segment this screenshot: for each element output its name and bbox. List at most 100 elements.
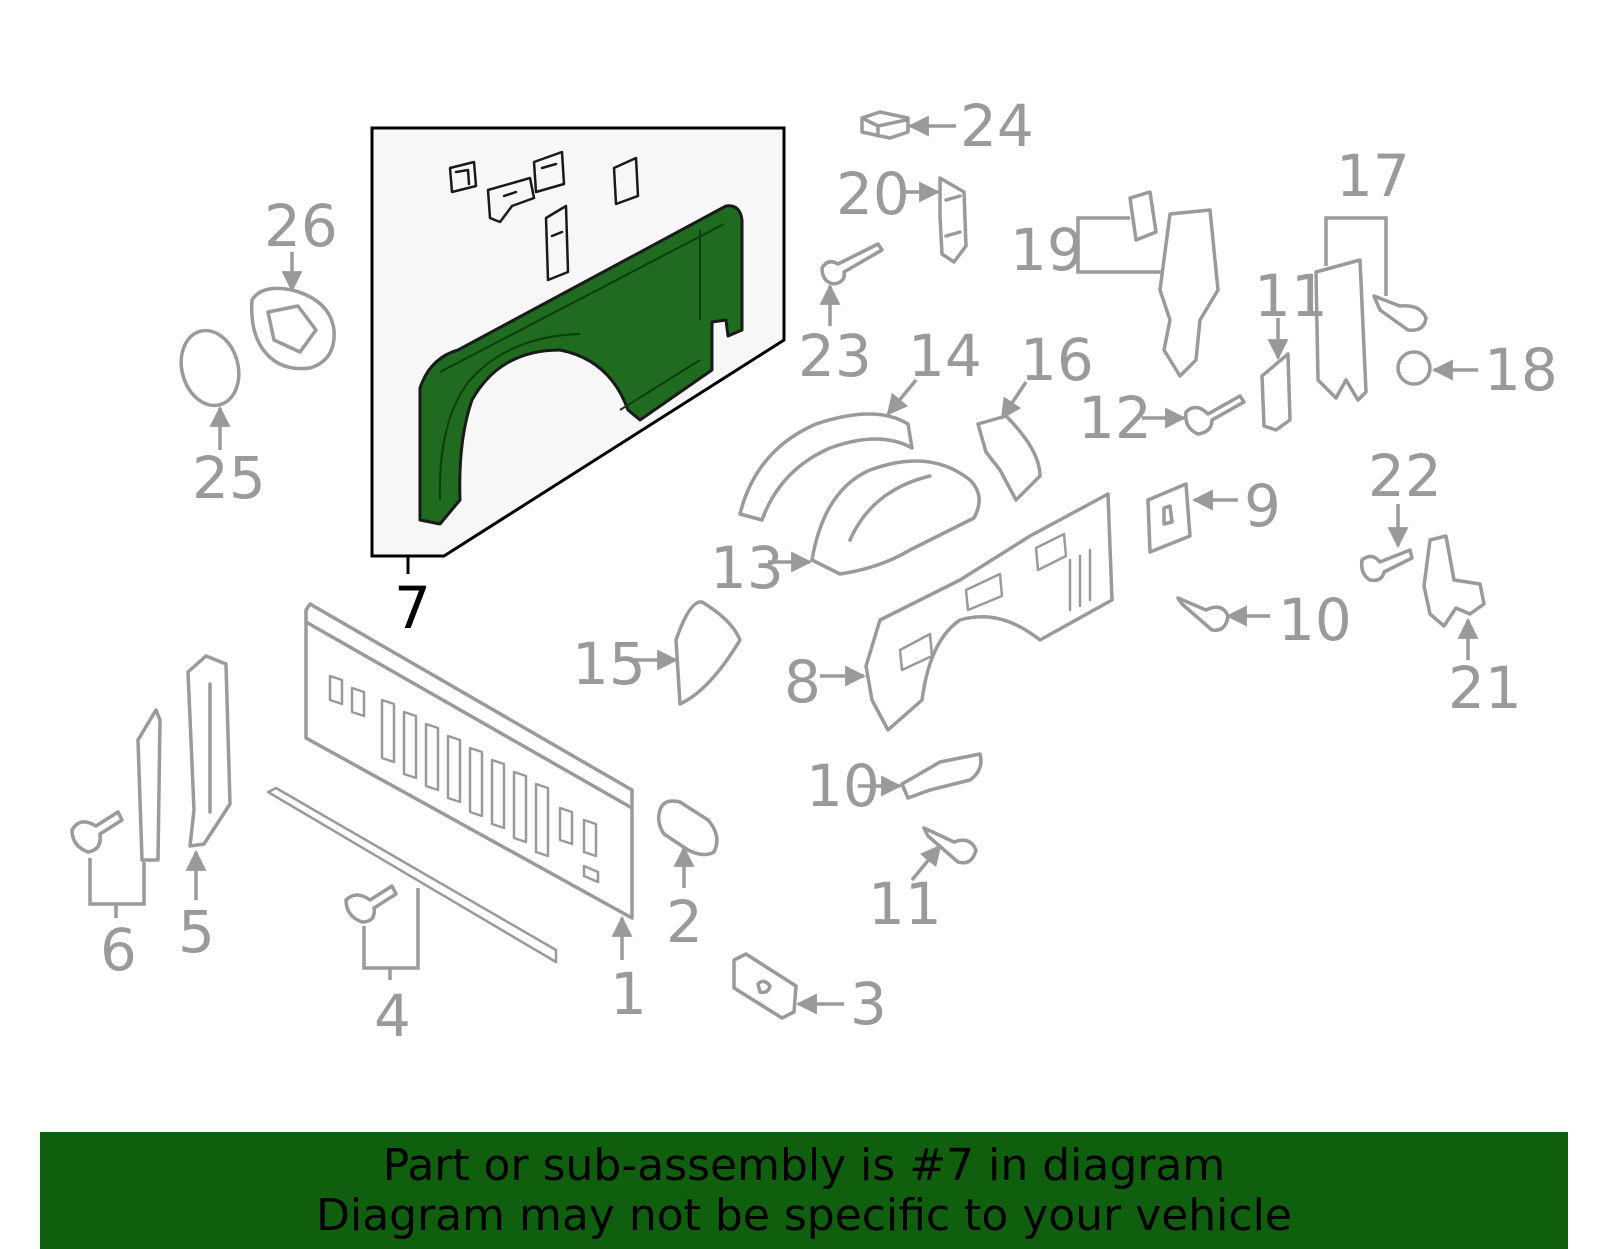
part-1-shape [304,602,634,920]
part-17-panel [1314,258,1368,402]
bracket-19 [1076,216,1164,274]
callout-6[interactable]: 6 [100,916,137,984]
bracket-small-4 [612,156,640,206]
part-9-shape [1146,482,1192,554]
part-16-group[interactable]: 16 [976,326,1094,502]
part-19-group[interactable]: 19 [1010,190,1220,378]
part-5-shape [186,654,232,848]
part-13-group[interactable]: 13 [710,459,981,602]
callout-26[interactable]: 26 [264,192,338,260]
banner-line-1: Part or sub-assembly is #7 in diagram [382,1139,1226,1191]
info-banner: Part or sub-assembly is #7 in diagram Di… [40,1132,1568,1249]
part-21-shape [1422,534,1486,628]
bracket-small-2 [486,176,536,224]
part-23-group[interactable]: 23 [798,242,884,390]
callout-7[interactable]: 7 [394,574,431,642]
part-4-bolt [344,884,398,924]
part-10-lower-group[interactable]: 10 [806,752,983,820]
part-25-shape [179,328,241,408]
part-6-strip [136,708,162,862]
part-19-bracket-b [1158,208,1220,378]
callout-12[interactable]: 12 [1078,384,1152,452]
callout-21[interactable]: 21 [1448,654,1522,722]
part-11-upper-group[interactable]: 11 [1254,262,1328,432]
callout-22[interactable]: 22 [1368,442,1442,510]
part-10-right-shape [1176,596,1230,632]
callout-23[interactable]: 23 [798,322,872,390]
inner-panel-highlight [418,204,744,526]
part-20-group[interactable]: 20 [836,160,968,264]
part-14-group[interactable]: 14 [738,322,982,522]
callout-8[interactable]: 8 [784,648,821,716]
part-1-group[interactable]: 1 [304,602,647,1028]
part-2-group[interactable]: 2 [656,799,719,956]
part-23-shape [820,242,884,286]
callout-5[interactable]: 5 [178,898,215,966]
bracket-small-1 [448,160,478,194]
part-25-group[interactable]: 25 [173,324,266,512]
part-6-bolt [70,810,124,854]
part-24-group[interactable]: 24 [860,92,1034,160]
part-17-bolt [1372,294,1428,332]
part-13-shape [810,459,981,576]
part-16-shape [976,414,1042,502]
part-15-shape [674,600,742,706]
part-8-details [898,532,1092,672]
callout-15[interactable]: 15 [572,630,646,698]
part-4-group[interactable]: 4 [266,786,558,1050]
banner-line-2: Diagram may not be specific to your vehi… [316,1189,1292,1241]
bracket-17 [1324,216,1388,296]
callout-9[interactable]: 9 [1244,472,1281,540]
part-18-shape [1396,350,1432,386]
part-15-group[interactable]: 15 [572,600,742,706]
part-18-group[interactable]: 18 [1396,336,1558,404]
inner-panel-rib [438,223,725,501]
callout-19[interactable]: 19 [1010,216,1084,284]
part-8-group[interactable]: 8 [784,492,1114,732]
part-22-shape [1359,548,1414,583]
part-5-group[interactable]: 5 [178,654,232,966]
part-7-group[interactable]: 7 [370,126,786,642]
part-14-shape [738,412,914,522]
callout-18[interactable]: 18 [1484,336,1558,404]
callout-10-lower[interactable]: 10 [806,752,880,820]
bracket-6 [88,858,146,906]
part-21-group[interactable]: 21 [1422,534,1522,722]
callout-11-lower[interactable]: 11 [868,870,942,938]
arrow-14 [886,378,918,416]
bracket-small-5 [544,204,570,282]
part-22-group[interactable]: 22 [1359,442,1442,583]
part-17-group[interactable]: 17 [1314,142,1428,402]
part-11-lower-group[interactable]: 11 [868,826,978,938]
part-1-slots [328,674,600,884]
callout-20[interactable]: 20 [836,160,910,228]
part-20-shape [938,176,968,264]
bracket-small-3 [532,150,566,194]
arrow-11-lower [910,844,942,882]
part-9-group[interactable]: 9 [1146,472,1281,554]
callout-25[interactable]: 25 [192,444,266,512]
callout-4[interactable]: 4 [374,982,411,1050]
part-4-strip [266,786,558,964]
callout-14[interactable]: 14 [908,322,982,390]
callout-16[interactable]: 16 [1020,326,1094,394]
callout-10-right[interactable]: 10 [1278,586,1352,654]
callout-3[interactable]: 3 [850,970,887,1038]
callout-13[interactable]: 13 [710,534,784,602]
callout-1[interactable]: 1 [610,960,647,1028]
part-11-upper-shape [1260,352,1292,432]
part-24-shape [860,110,910,140]
part-10-lower-shape [900,752,983,800]
part-26-group[interactable]: 26 [249,192,338,371]
callout-11-upper[interactable]: 11 [1254,262,1328,330]
part-11-lower-shape [922,826,978,865]
callout-2[interactable]: 2 [666,888,703,956]
part-6-group[interactable]: 6 [70,708,162,984]
part-19-bracket-a [1128,190,1158,242]
callout-24[interactable]: 24 [960,92,1034,160]
part-10-right-group[interactable]: 10 [1176,586,1352,654]
callout-17[interactable]: 17 [1336,142,1410,210]
part-12-group[interactable]: 12 [1078,384,1246,452]
part-3-group[interactable]: 3 [732,952,887,1038]
